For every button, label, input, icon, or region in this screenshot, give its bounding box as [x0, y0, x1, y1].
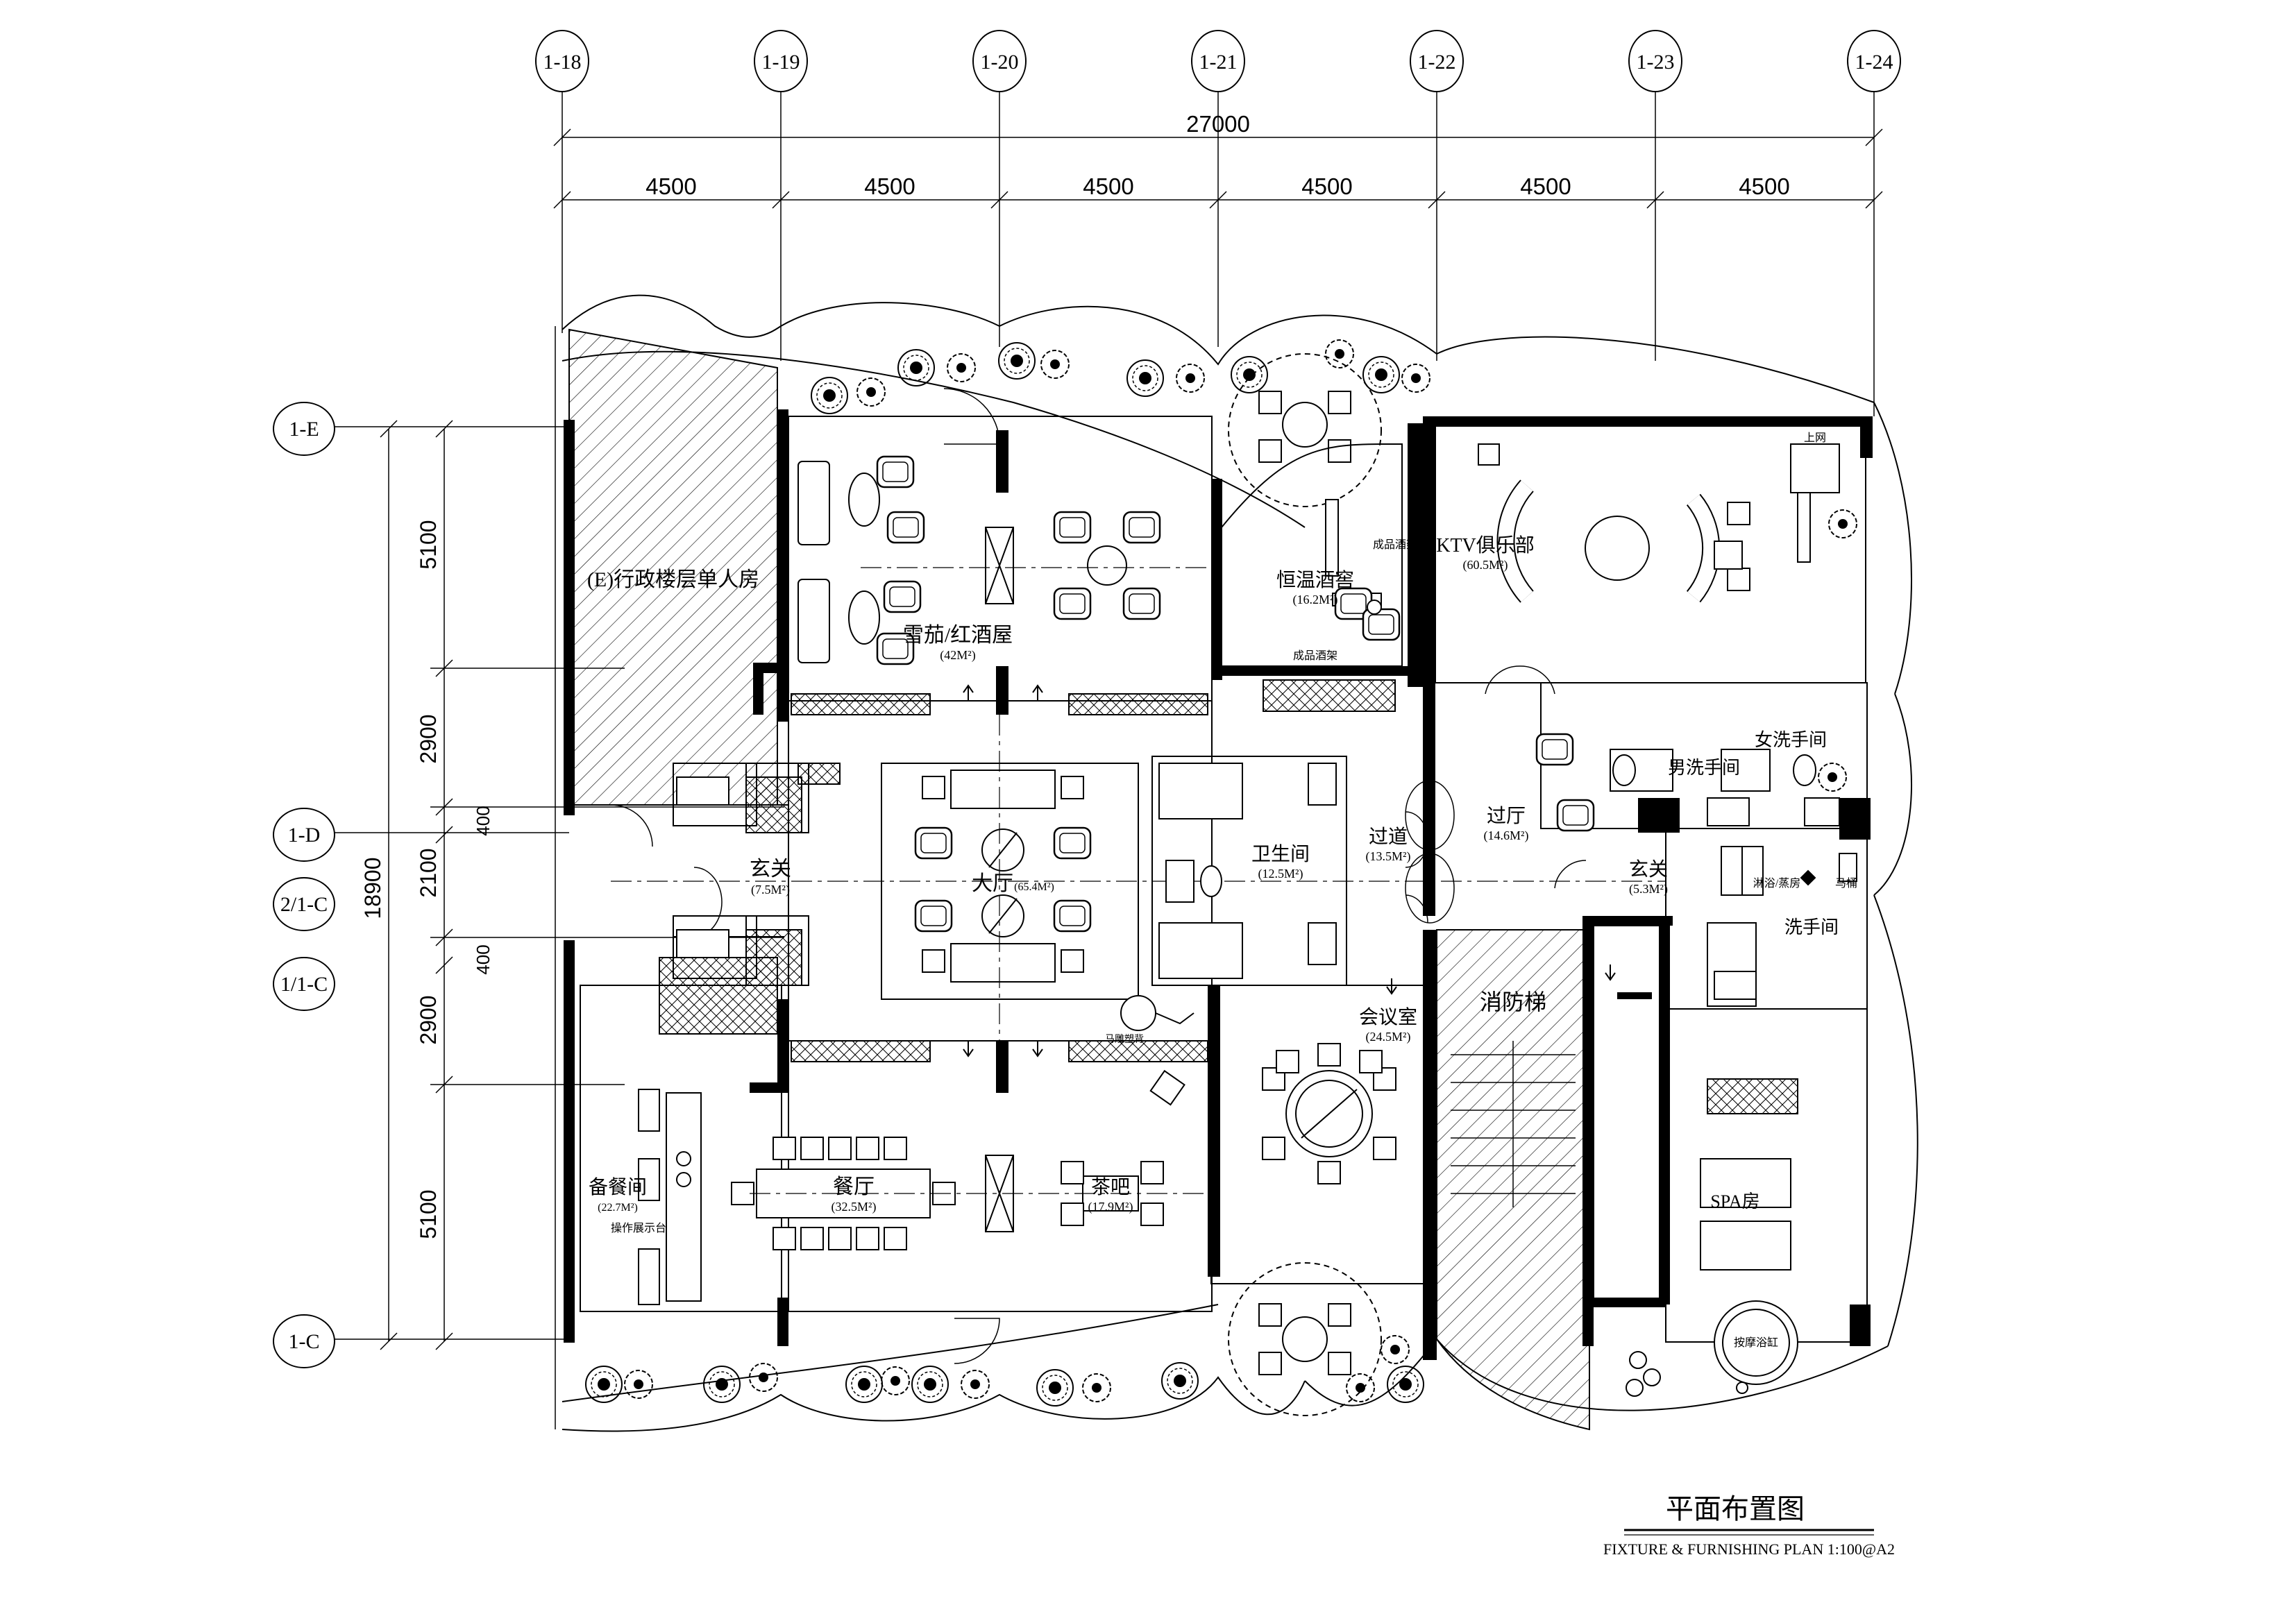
room-label-dining: 餐厅: [833, 1175, 875, 1198]
room-area-pantry: (22.7M²): [598, 1202, 638, 1214]
grid-column-bubbles: [535, 30, 1901, 92]
room-label-online: 上网: [1804, 432, 1826, 444]
grid-col-label: 1-22: [1418, 51, 1456, 74]
room-area-lobby: (14.6M²): [1484, 829, 1529, 843]
room-label-corridor: 过道: [1369, 826, 1408, 848]
room-label-pantry: 备餐间: [589, 1176, 647, 1198]
dimension-total-horizontal: 27000: [1186, 111, 1250, 137]
room-area-tea-bar: (17.9M²): [1088, 1200, 1133, 1214]
room-label-spa: SPA房: [1710, 1191, 1759, 1212]
grid-col-label: 1-23: [1637, 51, 1675, 74]
room-label-wc: 马桶: [1835, 877, 1857, 890]
dimension-span: 400: [473, 806, 493, 835]
grid-row-label: 1/1-C: [280, 973, 328, 996]
grid-col-label: 1-18: [543, 51, 582, 74]
dimension-span: 4500: [1301, 173, 1352, 199]
left-entry: [659, 763, 841, 1035]
meeting-table: [1262, 1043, 1396, 1184]
spa-furniture: [1626, 1078, 1798, 1397]
room-label-womens: 女洗手间: [1755, 730, 1827, 750]
room-label-washroom: 洗手间: [1784, 917, 1839, 937]
dimension-span: 5100: [416, 1189, 441, 1239]
grid-row-label: 1-E: [289, 418, 319, 441]
dining-furniture: [638, 1040, 1208, 1305]
dimension-span: 4500: [1520, 173, 1571, 199]
dimension-total-vertical: 18900: [360, 858, 385, 919]
title-block: 平面布置图 FIXTURE & FURNISHING PLAN 1:100@A2: [1603, 1493, 1895, 1558]
room-label-fire-stair: 消防梯: [1480, 989, 1546, 1014]
grid-col-label: 1-19: [762, 51, 800, 74]
dimension-span: 2900: [416, 995, 441, 1044]
room-label-mens: 男洗手间: [1668, 758, 1740, 778]
hall-furniture: [881, 763, 1139, 1000]
grid-col-label: 1-20: [981, 51, 1019, 74]
room-label-lobby: 过厅: [1487, 805, 1526, 827]
wine-rack-label: 成品酒架: [1293, 649, 1337, 662]
room-area-toilet: (12.5M²): [1258, 867, 1303, 881]
washroom-fixtures: [1535, 733, 1857, 1007]
room-label-exec: (E)行政楼层单人房: [587, 568, 759, 591]
dimension-span: 5100: [416, 520, 441, 569]
wine-cellar-furniture: [1221, 443, 1403, 712]
room-area-dining: (32.5M²): [832, 1200, 877, 1214]
ktv-furniture: [1478, 443, 1840, 603]
drawing-title-cn: 平面布置图: [1666, 1493, 1805, 1524]
display-counter-label: 操作展示台: [611, 1222, 666, 1234]
room-area-corridor: (13.5M²): [1366, 849, 1411, 864]
room-label-cigar: 雪茄/红酒屋: [903, 624, 1013, 647]
dimension-span: 2900: [416, 714, 441, 763]
toilet-furniture: [1158, 763, 1337, 979]
grid-row-label: 1-C: [289, 1330, 320, 1353]
room-area-cigar: (42M²): [940, 648, 975, 663]
fire-stair-hatch: [1436, 929, 1590, 1431]
exec-room-hatch: [568, 328, 778, 806]
room-label-wine-cellar: 恒温酒窖: [1276, 569, 1354, 591]
dimension-lines: [380, 128, 1883, 1350]
room-area-hall: (65.4M²): [1014, 881, 1054, 893]
corridor-doors: [1405, 780, 1455, 924]
room-label-meeting: 会议室: [1359, 1006, 1417, 1028]
grid-col-label: 1-21: [1199, 51, 1238, 74]
room-area-wine-cellar: (16.2M²): [1293, 593, 1338, 607]
arrows: [963, 684, 1616, 1057]
room-area-entry-right: (5.3M²): [1629, 882, 1668, 897]
room-label-toilet: 卫生间: [1251, 843, 1310, 865]
room-area-entry-left: (7.5M²): [751, 883, 790, 897]
dimension-span: 4500: [1083, 173, 1133, 199]
cigar-room-furniture: [791, 455, 1208, 715]
dimension-span: 4500: [864, 173, 915, 199]
dining-axis: [750, 715, 1208, 1194]
grid-col-label: 1-24: [1855, 51, 1893, 74]
wine-rack-label: 成品酒架: [1373, 538, 1417, 551]
terrace-table-bottom: [1228, 1262, 1382, 1416]
sculpture: [1120, 995, 1195, 1106]
room-area-ktv: (60.5M²): [1463, 558, 1508, 572]
drawing-title-en: FIXTURE & FURNISHING PLAN 1:100@A2: [1603, 1540, 1895, 1558]
dimension-span: 4500: [1739, 173, 1789, 199]
room-label-tea-bar: 茶吧: [1091, 1176, 1130, 1198]
room-area-meeting: (24.5M²): [1366, 1030, 1411, 1044]
room-label-entry-right: 玄关: [1629, 858, 1668, 881]
dimension-span: 2100: [416, 848, 441, 897]
room-label-entry-left: 玄关: [750, 858, 791, 881]
dimension-span: 4500: [645, 173, 696, 199]
grid-row-label: 1-D: [288, 824, 321, 847]
room-label-jacuzzi: 按摩浴缸: [1734, 1336, 1778, 1349]
terrace-table-top: [1228, 353, 1382, 507]
dimension-span: 400: [473, 944, 493, 974]
doors: [610, 388, 1587, 1364]
room-label-ktv: KTV俱乐部: [1436, 534, 1535, 556]
room-label-hall: 大厅: [972, 872, 1013, 895]
grid-row-bubbles: [273, 402, 335, 1368]
grid-row-label: 2/1-C: [280, 893, 328, 916]
room-label-shower: 淋浴/蒸房: [1753, 877, 1800, 890]
